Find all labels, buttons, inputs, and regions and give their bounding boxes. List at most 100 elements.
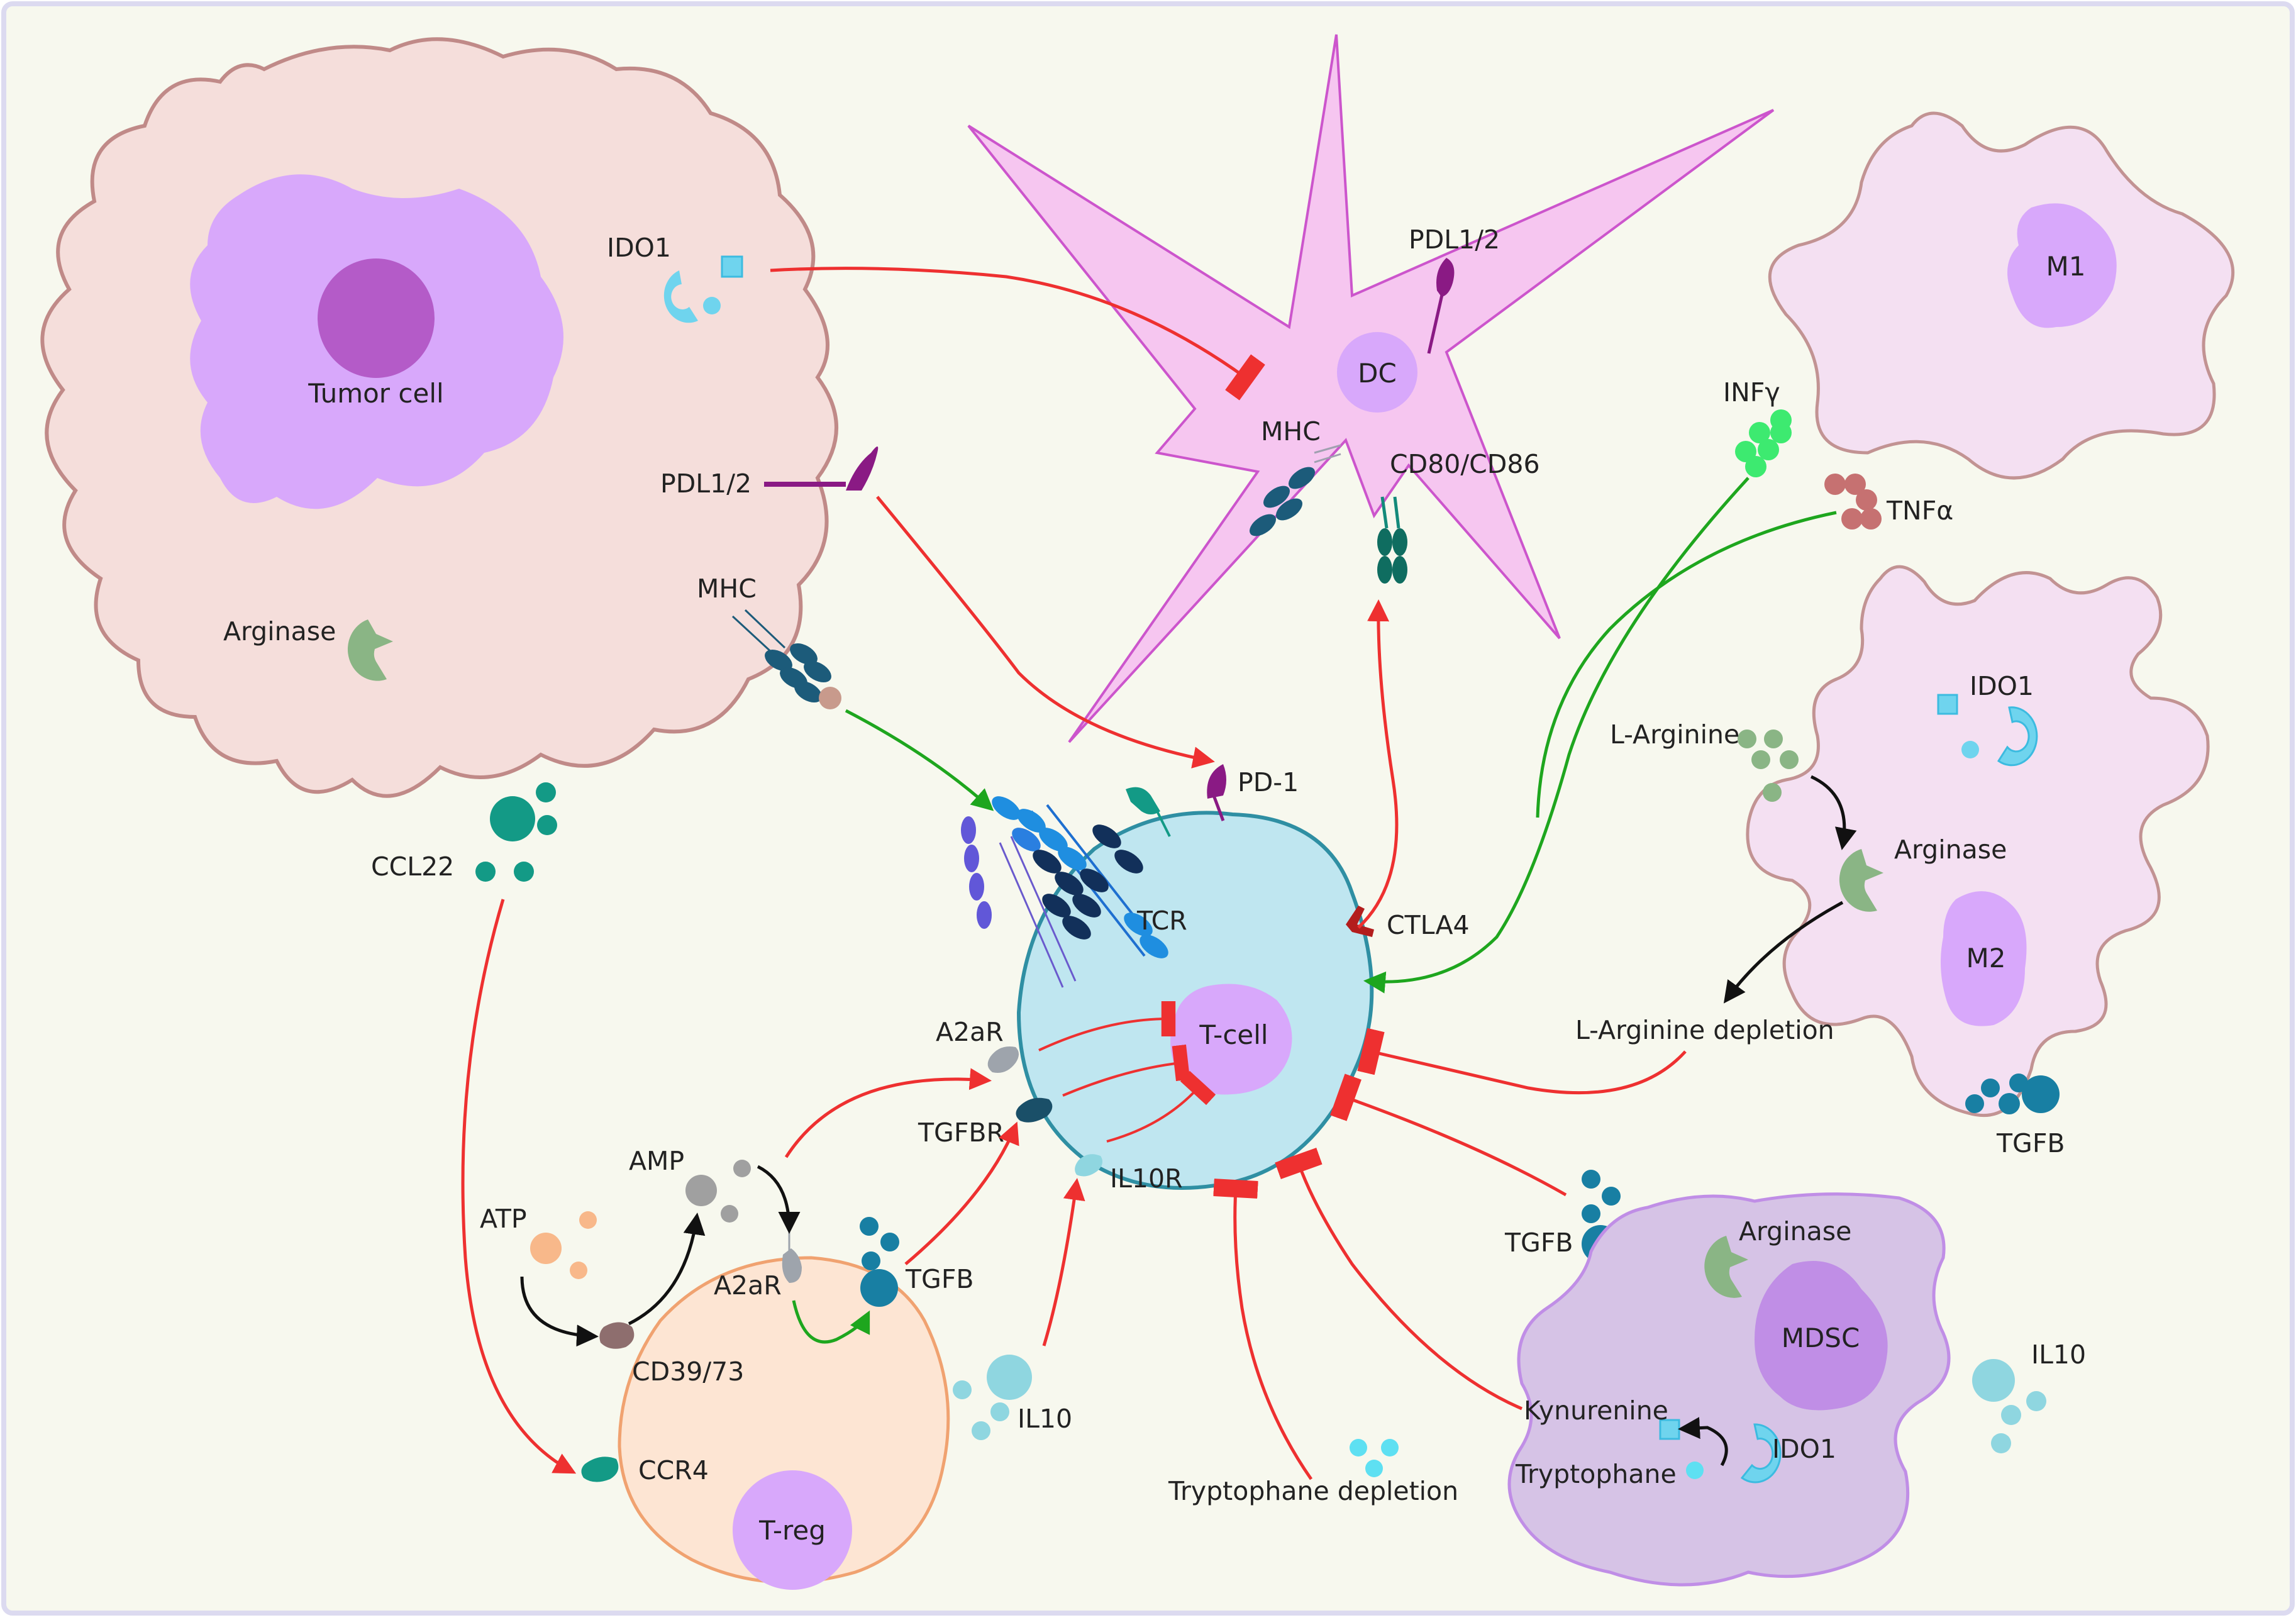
tumor-cell-label: Tumor cell <box>308 378 443 409</box>
cd80-cd86-icon <box>1377 496 1407 584</box>
a2ar-tcell-label: A2aR <box>936 1017 1004 1047</box>
tgfb-treg-molecules <box>860 1217 899 1307</box>
tryptophane-depletion-label: Tryptophane depletion <box>1168 1476 1458 1506</box>
mhc-tumor-antigen <box>819 687 841 709</box>
m2-membrane <box>1746 565 2210 1118</box>
il10r-icon <box>1075 1154 1103 1177</box>
atp-to-cd39-arrow <box>520 1276 599 1347</box>
pdl-dc-label: PDL1/2 <box>1409 225 1500 255</box>
ido1-m2-dot <box>1961 741 1979 758</box>
pd1-stalk <box>1212 795 1225 821</box>
m2-nucleus <box>1941 891 2027 1026</box>
infg-to-tcell-activation <box>1363 477 1750 994</box>
il10-right-molecules <box>1972 1359 2046 1453</box>
ido1-m2-label: IDO1 <box>1970 671 2034 701</box>
kynurenine-conversion-arrow <box>1678 1417 1728 1467</box>
m1-nucleus <box>2007 203 2117 328</box>
a2ar-tcell-icon <box>987 1046 1019 1073</box>
arginase-mdsc-icon <box>1704 1236 1748 1298</box>
tgfb-mdsc-label: TGFB <box>1504 1228 1573 1258</box>
tgfbr-label: TGFBR <box>918 1118 1004 1148</box>
t-reg-nucleus <box>733 1470 852 1590</box>
mhc-dc-icon <box>1249 467 1316 536</box>
il10-treg-label: IL10 <box>1018 1404 1072 1434</box>
arginase-tumor-icon <box>347 619 393 681</box>
il10-to-il10r-arrow <box>1042 1178 1085 1346</box>
ido1-to-dc-inhibition <box>770 267 1265 401</box>
m1-label: M1 <box>2046 251 2086 282</box>
ctla4-to-cd80-arrow <box>1357 599 1399 929</box>
tgfb-m2-molecules <box>1965 1074 2060 1114</box>
tgfb-mdsc-inhibition <box>1330 1074 1567 1197</box>
arginase-m2-label: Arginase <box>1894 835 2007 865</box>
a2ar-treg-to-tgfb-activation <box>792 1300 870 1344</box>
il10r-inhibit-nucleus <box>1106 1070 1216 1143</box>
tumor-nucleolus <box>318 258 435 378</box>
tnfa-molecules <box>1824 474 1882 530</box>
mdsc-cell: MDSC Arginase IDO1 Kynurenine Tryptophan… <box>1507 1192 1951 1587</box>
amp-label: AMP <box>629 1146 684 1176</box>
t-cell-nucleus <box>1170 984 1292 1095</box>
mhc-to-tcr-activation <box>845 709 994 811</box>
tgfb-m2-label: TGFB <box>1996 1128 2065 1158</box>
m2-macrophage: M2 IDO1 L-Arginine Arginase <box>1610 565 2210 1118</box>
cd39-to-amp-arrow <box>628 1212 706 1326</box>
tgfb-to-tgfbr-arrow <box>904 1121 1019 1265</box>
t-reg-label: T-reg <box>758 1515 826 1546</box>
a2ar-treg-label: A2aR <box>714 1270 782 1301</box>
ido1-m2-square <box>1937 694 1958 715</box>
l-arginine-depletion-label: L-Arginine depletion <box>1575 1015 1834 1045</box>
cd80-label: CD80/CD86 <box>1390 449 1540 479</box>
ido1-tumor-icon <box>663 270 698 323</box>
kynurenine-label: Kynurenine <box>1524 1395 1668 1426</box>
cd39-label: CD39/73 <box>632 1356 744 1387</box>
atp-label: ATP <box>480 1204 527 1234</box>
pdl-tumor-label: PDL1/2 <box>660 469 751 499</box>
mdsc-label: MDSC <box>1782 1323 1860 1353</box>
il10r-label: IL10R <box>1110 1163 1183 1194</box>
ctla4-label: CTLA4 <box>1387 910 1470 940</box>
t-cell: T-cell TCR <box>918 764 1470 1194</box>
ccl22-molecules <box>475 782 557 882</box>
ido1-tumor-square <box>721 255 743 278</box>
dendritic-cell: DC PDL1/2 MHC CD80/CD86 <box>967 34 1775 743</box>
teal-receptor-icon <box>1126 787 1160 814</box>
ido1-mdsc-label: IDO1 <box>1772 1434 1836 1464</box>
tnfa-label: TNFα <box>1886 496 1953 526</box>
tcr-receptor-icon <box>961 796 1168 988</box>
cd39-icon <box>599 1322 635 1349</box>
a2ar-treg-icon <box>782 1248 802 1283</box>
tryptophane-label: Tryptophane <box>1515 1459 1677 1489</box>
amp-molecules <box>685 1160 751 1223</box>
ccr4-label: CCR4 <box>638 1455 709 1485</box>
a2ar-inhibit-nucleus <box>1038 1001 1176 1051</box>
atp-molecules <box>530 1211 597 1279</box>
mhc-tumor-line-b <box>744 609 786 649</box>
arginase-to-depletion-arrow <box>1723 901 1844 1004</box>
ido1-tumor-label: IDO1 <box>607 233 671 263</box>
ccl22-to-ccr4-arrow <box>461 899 577 1474</box>
amp-to-a2ar-arrow <box>784 1068 992 1158</box>
t-cell-label: T-cell <box>1199 1019 1268 1050</box>
ccl22-label: CCL22 <box>371 852 454 882</box>
ido1-tumor-dot <box>703 297 721 314</box>
tnfa-to-tcell-activation <box>1536 511 1837 818</box>
l-arginine-to-arginase-arrow <box>1810 775 1857 850</box>
m1-macrophage: M1 <box>1768 111 2235 480</box>
arginase-tumor-label: Arginase <box>223 616 336 646</box>
tumor-cell: Tumor cell IDO1 PDL1/2 MHC Arginase <box>40 37 879 798</box>
mhc-dc-label: MHC <box>1261 416 1321 447</box>
ctla4-icon <box>1346 906 1374 937</box>
tryptophan-molecules <box>1350 1439 1399 1477</box>
tcr-label: TCR <box>1136 906 1187 936</box>
mhc-tumor-label: MHC <box>697 574 757 604</box>
infg-molecules <box>1735 409 1792 477</box>
infg-label: INFγ <box>1723 377 1780 408</box>
mhc-dc-line-a <box>1314 444 1341 454</box>
m1-membrane <box>1768 111 2235 480</box>
tgfbr-inhibit-nucleus <box>1062 1044 1190 1097</box>
tgfbr-icon <box>1016 1097 1053 1123</box>
dc-label: DC <box>1358 358 1397 389</box>
teal-receptor-stalk <box>1156 811 1171 837</box>
